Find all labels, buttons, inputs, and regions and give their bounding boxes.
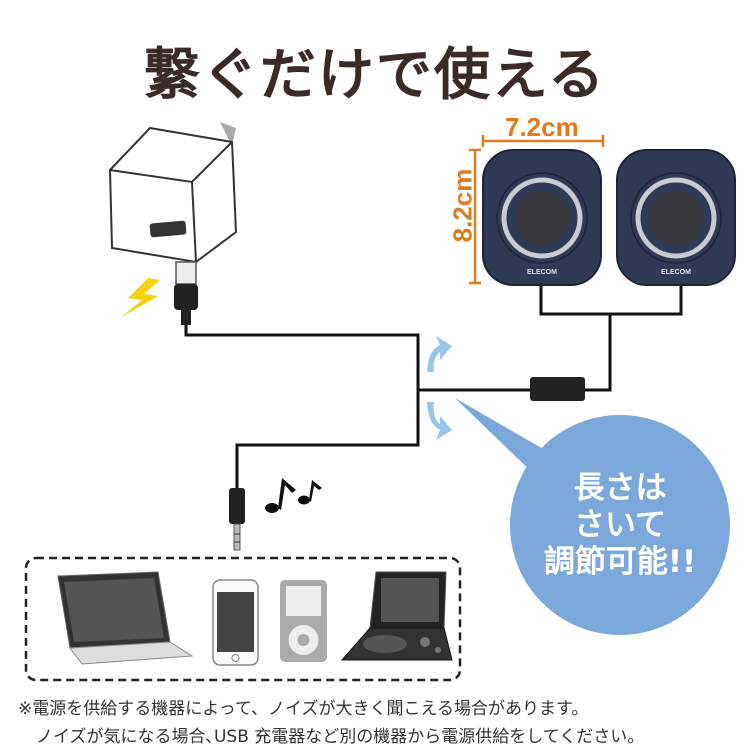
dvd-player-icon bbox=[340, 571, 453, 661]
bubble-line: 長さは bbox=[573, 470, 667, 506]
footnote-line-2: ノイズが気になる場合､USB 充電器など別の機器から電源供給をしてください。 bbox=[36, 727, 645, 747]
bubble-text: 長さは さいて 調節可能!! bbox=[520, 470, 720, 581]
speaker-brand: ELECOM bbox=[661, 269, 691, 276]
speaker-right: ELECOM bbox=[616, 149, 736, 286]
volume-controller bbox=[530, 377, 585, 401]
lightning-icon bbox=[120, 278, 160, 318]
adjust-arrow-icon bbox=[427, 336, 452, 440]
audio-jack-icon bbox=[229, 488, 245, 551]
smartphone-icon bbox=[212, 579, 259, 666]
page-title: 繋ぐだけで使える bbox=[143, 43, 607, 108]
dimension-lines bbox=[469, 135, 605, 285]
height-dimension: 8.2cm bbox=[447, 168, 478, 243]
usb-plug-icon bbox=[174, 261, 198, 325]
speaker-left: ELECOM bbox=[482, 149, 602, 286]
footnote-line-1: ※電源を供給する機器によって、ノイズが大きく聞こえる場合があります。 bbox=[18, 699, 589, 719]
music-player-icon bbox=[280, 580, 327, 662]
device-box bbox=[24, 556, 462, 682]
width-dimension: 7.2cm bbox=[505, 112, 579, 142]
bubble-line: さいて bbox=[573, 507, 667, 543]
music-note-icon bbox=[265, 478, 322, 513]
cables bbox=[184, 284, 683, 488]
bubble-line: 調節可能!! bbox=[543, 544, 697, 580]
speaker-brand: ELECOM bbox=[527, 269, 557, 276]
speech-bubble bbox=[455, 398, 730, 635]
usb-charger-icon bbox=[108, 122, 238, 264]
laptop-icon bbox=[57, 571, 194, 665]
